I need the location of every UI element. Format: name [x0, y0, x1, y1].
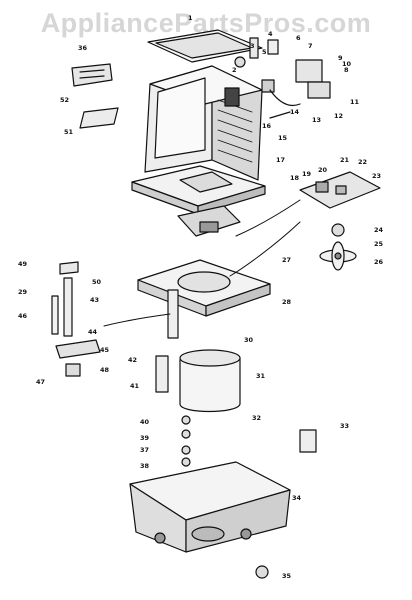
part-number-label[interactable]: 37	[140, 446, 149, 454]
part-number-label[interactable]: 6	[296, 34, 301, 42]
part-number-label[interactable]: 35	[282, 572, 292, 580]
part-number-label[interactable]: 2	[232, 66, 237, 74]
part-number-label[interactable]: 46	[18, 312, 28, 320]
part-number-label[interactable]: 50	[92, 278, 102, 286]
part-number-label[interactable]: 26	[374, 258, 384, 266]
part-number-label[interactable]: 17	[276, 156, 285, 164]
part-number-label[interactable]: 12	[334, 112, 343, 120]
part-number-label[interactable]: 11	[350, 98, 360, 106]
water-cylinder	[155, 349, 241, 413]
part-number-label[interactable]: 48	[100, 366, 110, 374]
part-number-label[interactable]: 5	[262, 48, 267, 56]
cabinet-tower	[144, 65, 263, 181]
part-number-label[interactable]: 52	[60, 96, 69, 104]
part-number-label[interactable]: 24	[374, 226, 384, 234]
motor-housing	[177, 205, 241, 237]
float-assembly	[51, 261, 101, 377]
part-number-label[interactable]: 51	[64, 128, 74, 136]
part-number-label[interactable]: 42	[128, 356, 137, 364]
part-number-label[interactable]: 43	[90, 296, 99, 304]
fan-blade	[319, 241, 357, 271]
part-number-label[interactable]: 40	[140, 418, 150, 426]
part-number-label[interactable]: 32	[252, 414, 261, 422]
part-number-label[interactable]: 4	[268, 30, 273, 38]
part-number-label[interactable]: 15	[278, 134, 288, 142]
top-lid	[147, 29, 263, 63]
part-number-label[interactable]: 20	[318, 166, 328, 174]
part-number-label[interactable]: 13	[312, 116, 321, 124]
part-number-label[interactable]: 7	[308, 42, 313, 50]
part-number-label[interactable]: 33	[340, 422, 349, 430]
leader-arrows	[103, 199, 301, 327]
control-hardware	[234, 37, 331, 119]
part-number-label[interactable]: 27	[282, 256, 291, 264]
part-number-label[interactable]: 39	[140, 434, 150, 442]
part-number-label[interactable]: 29	[18, 288, 28, 296]
part-number-label[interactable]: 22	[358, 158, 367, 166]
part-number-label[interactable]: 49	[18, 260, 28, 268]
part-number-label[interactable]: 30	[244, 336, 254, 344]
part-number-label[interactable]: 21	[340, 156, 350, 164]
small-fittings	[181, 415, 317, 467]
part-number-label[interactable]: 14	[290, 108, 300, 116]
part-number-label[interactable]: 1	[188, 14, 193, 22]
base-housing	[129, 461, 291, 579]
part-number-label[interactable]: 41	[130, 382, 140, 390]
part-number-label[interactable]: 44	[88, 328, 98, 336]
part-number-label[interactable]: 9	[338, 54, 343, 62]
part-number-label[interactable]: 47	[36, 378, 45, 386]
hinge-bracket	[71, 63, 113, 87]
part-number-label[interactable]: 10	[342, 60, 352, 68]
control-board	[299, 171, 381, 237]
part-number-label[interactable]: 34	[292, 494, 302, 502]
part-number-label[interactable]: 45	[100, 346, 110, 354]
part-number-label[interactable]: 19	[302, 170, 312, 178]
part-number-label[interactable]: 8	[344, 66, 349, 74]
part-number-label[interactable]: 25	[374, 240, 384, 248]
part-number-label[interactable]: 23	[372, 172, 381, 180]
part-number-label[interactable]: 16	[262, 122, 272, 130]
part-number-label[interactable]: 38	[140, 462, 150, 470]
part-number-label[interactable]: 18	[290, 174, 300, 182]
part-number-label[interactable]: 3	[250, 42, 255, 50]
part-number-label[interactable]: 31	[256, 372, 266, 380]
base-tray	[131, 165, 266, 215]
part-number-label[interactable]: 28	[282, 298, 292, 306]
mounting-plate	[79, 107, 119, 129]
part-number-label[interactable]: 36	[78, 44, 88, 52]
